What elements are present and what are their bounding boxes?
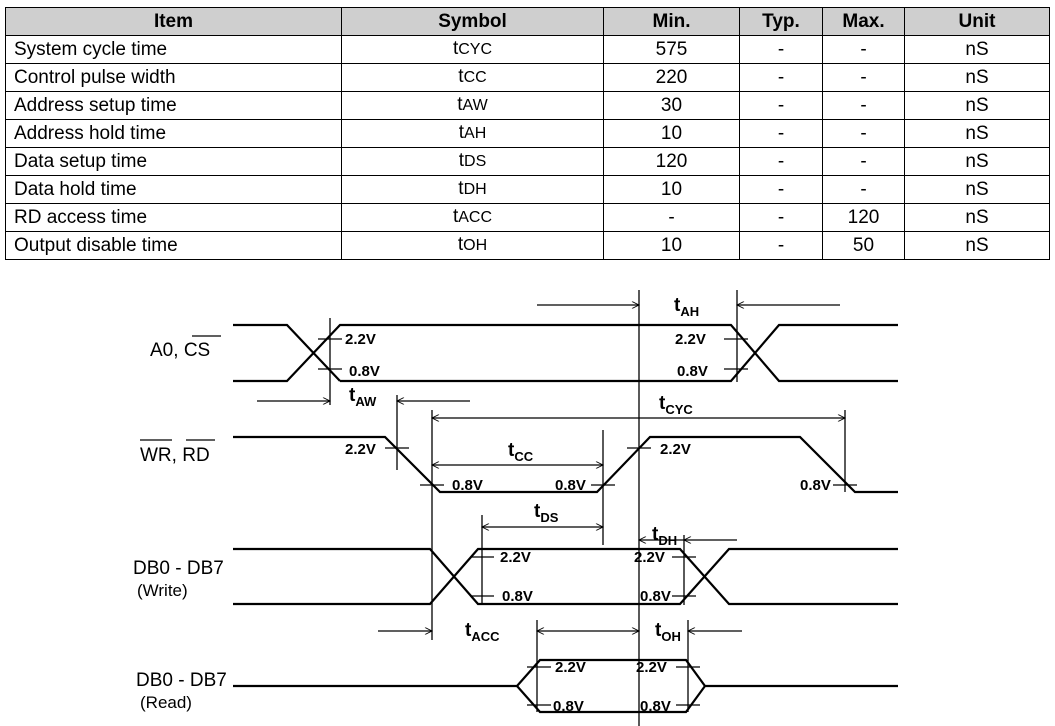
threshold-ticks [318,338,857,706]
thr-low: 0.8V [640,698,671,715]
thr-low: 0.8V [452,477,483,494]
timing-arrows [257,305,845,631]
thr-high: 2.2V [345,441,376,458]
table-row: Address setup time tAW 30 - - nS [5,91,1050,120]
threshold-labels: 2.2V 0.8V 2.2V 0.8V 2.2V 0.8V 0.8V 2.2V … [345,331,831,715]
thr-high: 2.2V [634,549,665,566]
thr-low: 0.8V [800,477,831,494]
cell-symbol: tCYC [341,35,604,64]
thr-low: 0.8V [640,588,671,605]
table-row: System cycle time tCYC 575 - - nS [5,35,1050,64]
signal-label-db-write: DB0 - DB7 [133,558,224,579]
cell-item: Address hold time [5,119,342,148]
signal-label-db-write-mode: (Write) [137,581,188,600]
table-row: RD access time tACC - - 120 nS [5,203,1050,232]
signal-label-db-read: DB0 - DB7 [136,670,227,691]
timing-label-taw: tAW [349,385,377,409]
table-row: Data setup time tDS 120 - - nS [5,147,1050,176]
cell-item: Control pulse width [5,63,342,92]
cell-min: 120 [603,147,740,176]
timing-label-tds: tDS [534,501,559,525]
waveform-db-read [233,658,898,714]
cell-typ: - [739,231,823,260]
cell-max: - [822,119,905,148]
cell-unit: nS [904,91,1050,120]
timing-label-tdh: tDH [652,524,677,548]
cell-unit: nS [904,231,1050,260]
timing-label-tah: tAH [674,295,699,319]
cell-item: System cycle time [5,35,342,64]
waveform-db-write [233,547,898,606]
cell-min: 220 [603,63,740,92]
thr-high: 2.2V [555,659,586,676]
thr-high: 2.2V [636,659,667,676]
timing-label-tcc: tCC [508,440,534,464]
cell-typ: - [739,147,823,176]
thr-high: 2.2V [345,331,376,348]
timing-label-tcyc: tCYC [659,393,693,417]
waveform-wr-rd [233,435,898,494]
cell-symbol: tCC [341,63,604,92]
cell-unit: nS [904,35,1050,64]
cell-symbol: tDH [341,175,604,204]
table-row: Control pulse width tCC 220 - - nS [5,63,1050,92]
thr-low: 0.8V [555,477,586,494]
cell-unit: nS [904,63,1050,92]
timing-labels: tAH tAW tCYC tCC tDS tDH tACC tOH [349,295,699,644]
thr-high: 2.2V [660,441,691,458]
cell-item: RD access time [5,203,342,232]
thr-high: 2.2V [675,331,706,348]
header-unit: Unit [904,7,1050,36]
signal-label-db-read-mode: (Read) [140,693,192,712]
waveform-a0-cs [233,323,898,383]
table-row: Output disable time tOH 10 - 50 nS [5,231,1050,260]
signal-label-a0-cs: A0, CS [150,340,210,361]
table-header-row: Item Symbol Min. Typ. Max. Unit [5,7,1050,36]
table-row: Data hold time tDH 10 - - nS [5,175,1050,204]
thr-low: 0.8V [553,698,584,715]
timing-table: Item Symbol Min. Typ. Max. Unit System c… [5,7,1050,260]
cell-unit: nS [904,119,1050,148]
cell-typ: - [739,175,823,204]
cell-min: 10 [603,175,740,204]
header-item: Item [5,7,342,36]
cell-max: 120 [822,203,905,232]
cell-typ: - [739,63,823,92]
cell-unit: nS [904,175,1050,204]
cell-symbol: tACC [341,203,604,232]
header-max: Max. [822,7,905,36]
thr-low: 0.8V [349,363,380,380]
cell-min: 10 [603,231,740,260]
timing-label-tacc: tACC [465,620,500,644]
cell-min: 575 [603,35,740,64]
signal-label-wr-rd: WR, RD [140,445,210,466]
cell-item: Output disable time [5,231,342,260]
thr-low: 0.8V [502,588,533,605]
cell-item: Address setup time [5,91,342,120]
cell-unit: nS [904,203,1050,232]
cell-max: - [822,63,905,92]
cell-max: - [822,147,905,176]
cell-unit: nS [904,147,1050,176]
cell-symbol: tAW [341,91,604,120]
thr-low: 0.8V [677,363,708,380]
thr-high: 2.2V [500,549,531,566]
timing-label-toh: tOH [655,620,681,644]
table-row: Address hold time tAH 10 - - nS [5,119,1050,148]
